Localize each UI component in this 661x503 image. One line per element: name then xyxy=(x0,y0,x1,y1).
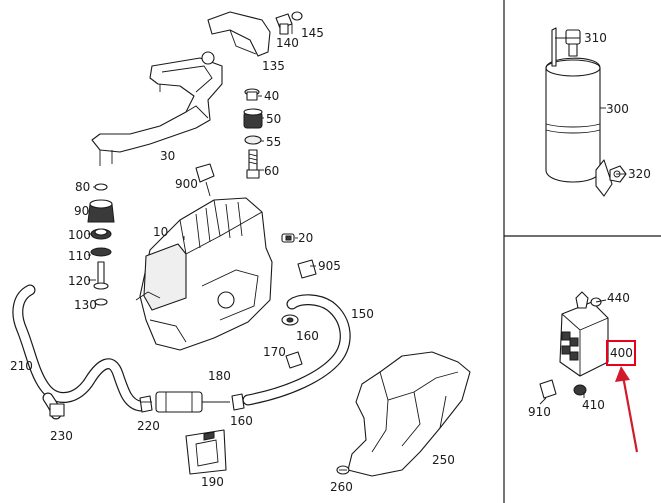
label-130: 130 xyxy=(74,298,97,312)
label-250: 250 xyxy=(432,453,455,467)
part-410-fitting xyxy=(573,384,587,396)
part-220-clamp xyxy=(139,395,153,413)
label-910: 910 xyxy=(528,405,551,419)
highlight-400: 400 xyxy=(606,340,639,453)
part-900-connector xyxy=(195,163,215,197)
label-135: 135 xyxy=(262,59,285,73)
label-260: 260 xyxy=(330,480,353,494)
part-160-clip-b xyxy=(231,393,245,411)
part-230-fitting xyxy=(49,403,65,417)
label-50: 50 xyxy=(266,112,281,126)
label-100: 100 xyxy=(68,228,91,242)
part-910-connector xyxy=(539,379,557,399)
label-160-upper: 160 xyxy=(296,329,319,343)
part-180-filter xyxy=(140,391,230,413)
label-310: 310 xyxy=(584,31,607,45)
part-150-hose xyxy=(242,294,351,406)
panel-dividers xyxy=(503,0,661,503)
label-10: 10 xyxy=(153,225,168,239)
part-10-compressor xyxy=(135,197,273,351)
part-90-mount xyxy=(87,199,115,223)
part-160-clip-a xyxy=(281,314,299,326)
label-40: 40 xyxy=(264,89,279,103)
part-30-bracket xyxy=(91,51,223,166)
highlight-box xyxy=(606,340,636,366)
part-120-pin xyxy=(93,261,109,290)
label-140: 140 xyxy=(276,36,299,50)
part-110-ring xyxy=(90,247,112,257)
part-145-cap xyxy=(291,11,303,21)
label-60: 60 xyxy=(264,164,279,178)
part-130-washer xyxy=(94,298,108,306)
part-135-bracket xyxy=(207,11,271,57)
label-180: 180 xyxy=(208,369,231,383)
label-210: 210 xyxy=(10,359,33,373)
label-400: 400 xyxy=(610,346,633,360)
leader-lines xyxy=(88,24,626,405)
label-160-lower: 160 xyxy=(230,414,253,428)
part-300-reservoir xyxy=(545,27,613,197)
part-140-nut xyxy=(275,13,293,35)
part-40-washer xyxy=(244,88,260,101)
label-230: 230 xyxy=(50,429,73,443)
part-170-clip xyxy=(285,351,303,369)
part-80-washer xyxy=(94,183,108,191)
part-400-valve-block xyxy=(559,291,609,377)
label-410: 410 xyxy=(582,398,605,412)
part-labels: 140 145 135 40 50 55 60 30 80 900 90 100… xyxy=(10,26,651,494)
part-310-fitting xyxy=(565,29,581,57)
label-905: 905 xyxy=(318,259,341,273)
label-150: 150 xyxy=(351,307,374,321)
label-90: 90 xyxy=(74,204,89,218)
label-110: 110 xyxy=(68,249,91,263)
part-260-fastener xyxy=(336,465,350,475)
label-145: 145 xyxy=(301,26,324,40)
label-190: 190 xyxy=(201,475,224,489)
label-20: 20 xyxy=(298,231,313,245)
part-55-bushing xyxy=(244,135,262,145)
part-100-spring xyxy=(90,228,112,240)
label-55: 55 xyxy=(266,135,281,149)
part-250-shield xyxy=(347,351,471,477)
label-900: 900 xyxy=(175,177,198,191)
part-20-fitting xyxy=(281,233,295,243)
part-50-bushing xyxy=(243,108,263,129)
label-320: 320 xyxy=(628,167,651,181)
highlight-arrowhead xyxy=(615,366,630,382)
label-440: 440 xyxy=(607,291,630,305)
part-190-housing xyxy=(185,429,227,475)
part-905-connector xyxy=(297,259,317,279)
label-220: 220 xyxy=(137,419,160,433)
label-30: 30 xyxy=(160,149,175,163)
label-80: 80 xyxy=(75,180,90,194)
part-60-bolt xyxy=(246,149,260,179)
label-300: 300 xyxy=(606,102,629,116)
label-120: 120 xyxy=(68,274,91,288)
highlight-arrow xyxy=(621,375,639,453)
label-170: 170 xyxy=(263,345,286,359)
